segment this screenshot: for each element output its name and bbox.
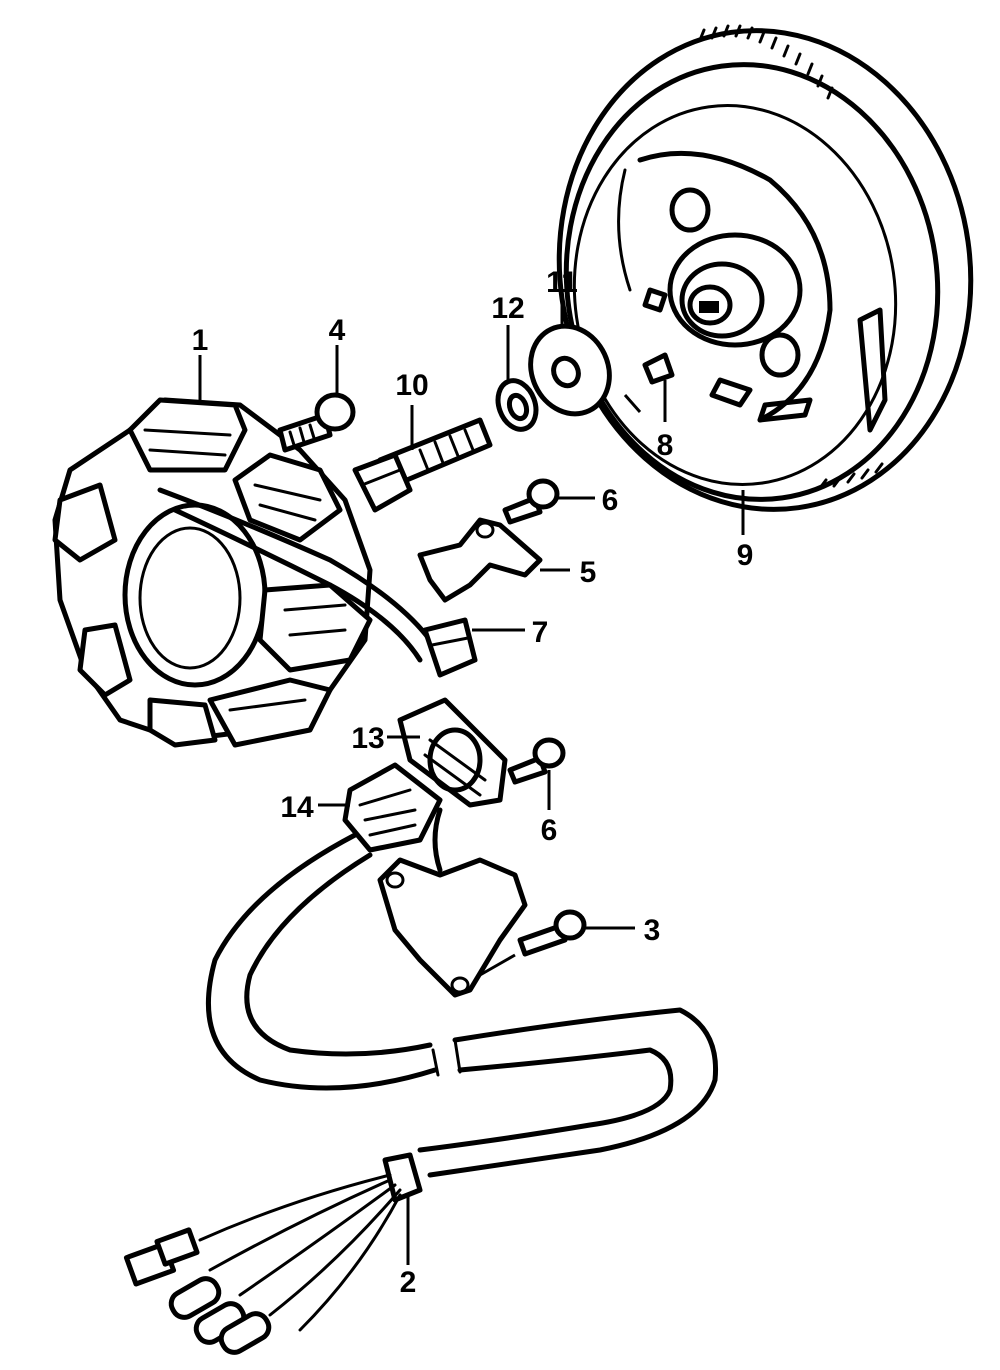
callout-13: 13 bbox=[351, 722, 384, 755]
part-flywheel bbox=[556, 24, 974, 512]
callout-12: 12 bbox=[491, 292, 524, 325]
main-wire-harness bbox=[206, 832, 719, 1178]
part-bolt-6a bbox=[502, 478, 560, 525]
part-pulse-generator bbox=[377, 807, 528, 998]
callout-5: 5 bbox=[580, 556, 597, 589]
part-bolt-3 bbox=[479, 909, 587, 977]
part-clamp bbox=[422, 617, 478, 678]
callout-4: 4 bbox=[329, 314, 346, 347]
callout-1: 1 bbox=[192, 324, 209, 357]
part-key-8 bbox=[623, 352, 675, 413]
callouts: 1 2 3 4 5 6 6 7 8 9 10 12 11 13 14 bbox=[192, 266, 754, 1299]
callout-6b: 6 bbox=[541, 814, 558, 847]
callout-2: 2 bbox=[400, 1266, 417, 1299]
part-washer-12 bbox=[495, 378, 539, 432]
stator-wire-harness bbox=[157, 487, 433, 663]
part-screw-4 bbox=[277, 392, 356, 453]
callout-6a: 6 bbox=[602, 484, 619, 517]
callout-3: 3 bbox=[644, 914, 661, 947]
part-stay bbox=[417, 517, 543, 603]
callout-9: 9 bbox=[737, 539, 754, 572]
callout-11: 11 bbox=[546, 266, 578, 299]
part-harness-band bbox=[123, 1152, 423, 1355]
part-bolt-10 bbox=[352, 417, 493, 513]
leader-lines bbox=[198, 298, 745, 1265]
callout-10: 10 bbox=[395, 369, 428, 402]
callout-7: 7 bbox=[532, 616, 549, 649]
callout-8: 8 bbox=[657, 429, 674, 462]
part-cable-joint bbox=[342, 762, 443, 853]
part-bolt-6b bbox=[507, 737, 566, 785]
part-stator bbox=[52, 397, 373, 748]
part-grommet-plate bbox=[397, 697, 508, 808]
callout-14: 14 bbox=[280, 791, 314, 824]
part-washer-11 bbox=[528, 323, 612, 417]
